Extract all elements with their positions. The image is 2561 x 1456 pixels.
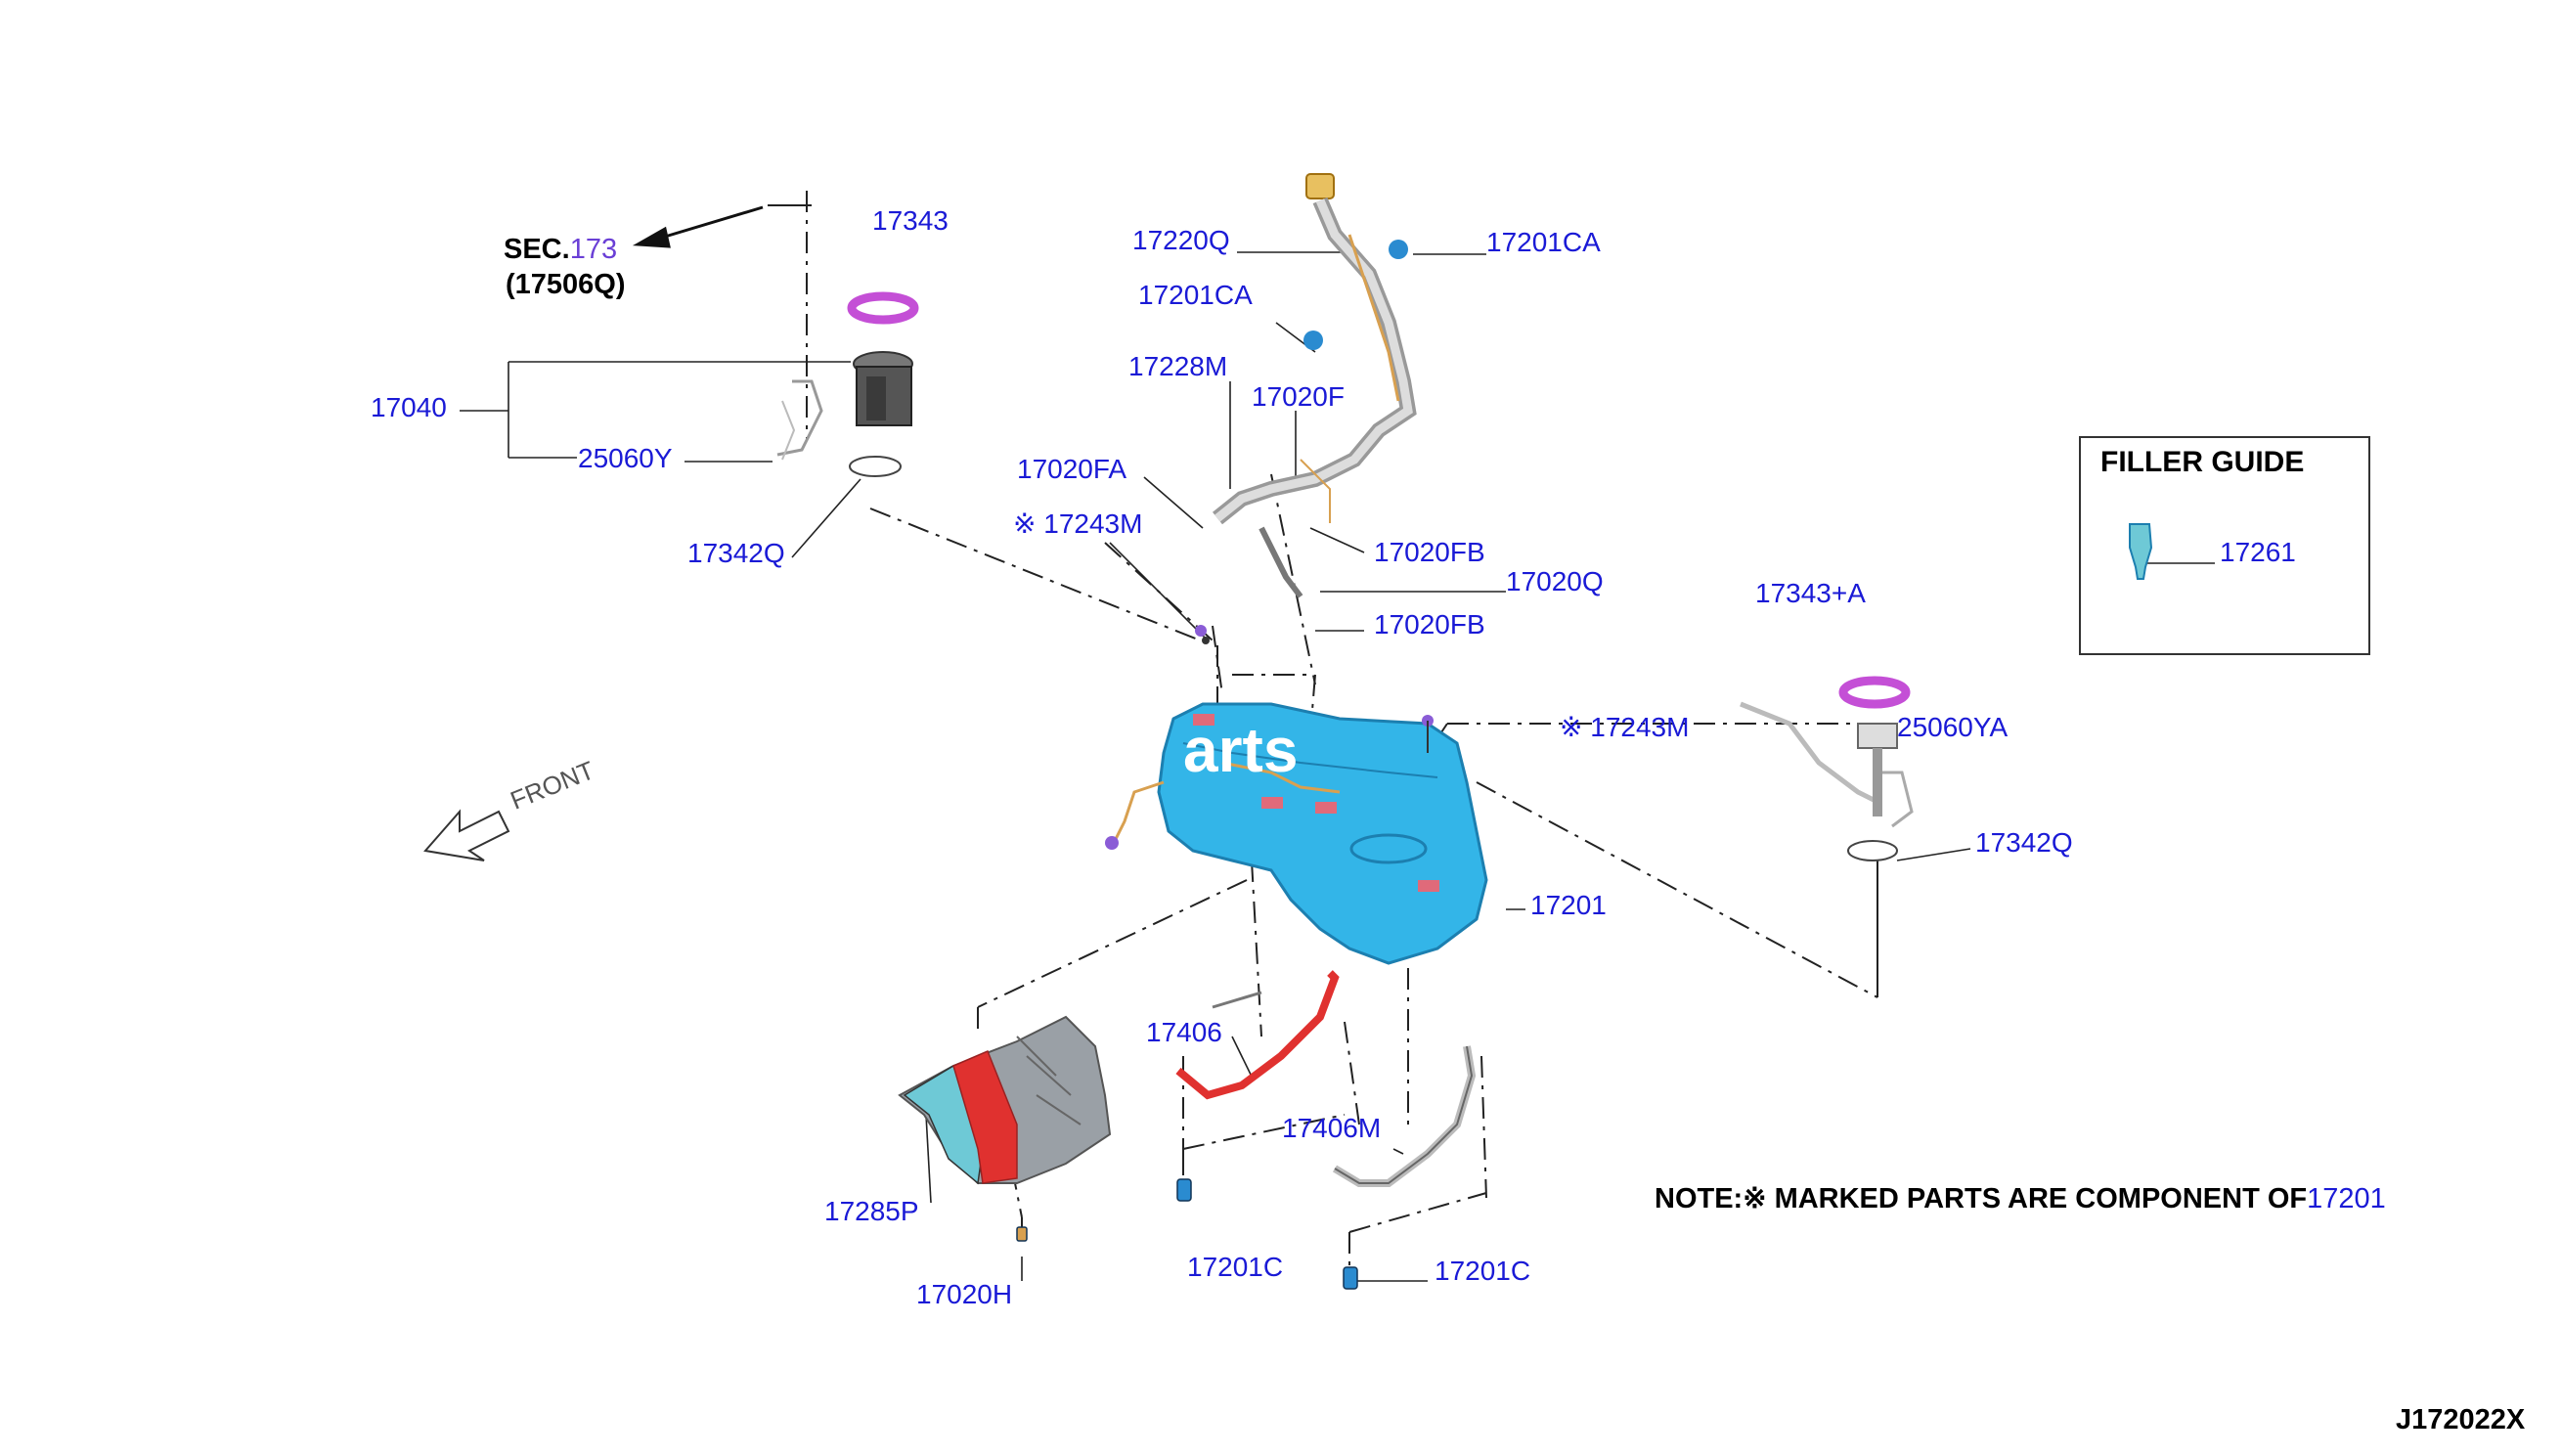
heat-shield-icon xyxy=(898,1015,1112,1185)
filler-guide-title: FILLER GUIDE xyxy=(2100,446,2305,478)
section-number[interactable]: 173 xyxy=(569,234,618,265)
note-text: NOTE:※ MARKED PARTS ARE COMPONENT OF xyxy=(1655,1183,2308,1214)
fuel-tank-straps-icon xyxy=(1175,970,1477,1187)
bolts-icon xyxy=(1016,1178,1358,1290)
part-label[interactable]: 17020FB xyxy=(1374,537,1485,567)
section-arrow xyxy=(632,205,764,248)
section-prefix: SEC. xyxy=(504,234,570,265)
part-label[interactable]: 17040 xyxy=(371,392,447,422)
part-label[interactable]: 17201CA xyxy=(1486,227,1601,257)
filler-pipe-icon xyxy=(1213,173,1417,598)
part-label[interactable]: 17020F xyxy=(1252,381,1345,412)
filler-guide-box xyxy=(2079,436,2370,655)
part-label[interactable]: 17406M xyxy=(1282,1113,1382,1143)
part-label[interactable]: 17020FB xyxy=(1374,609,1485,640)
part-label[interactable]: 17201C xyxy=(1187,1252,1284,1282)
part-label[interactable]: 17020FA xyxy=(1017,454,1127,484)
part-label[interactable]: 17220Q xyxy=(1132,225,1230,255)
part-label[interactable]: 17342Q xyxy=(1975,827,2073,858)
part-label-filler-guide[interactable]: 17261 xyxy=(2220,537,2296,567)
part-label[interactable]: 17228M xyxy=(1128,351,1228,381)
diagram-id: J172022X xyxy=(2396,1404,2526,1435)
fuel-tank-icon xyxy=(1105,702,1488,965)
part-label[interactable]: ※ 17243M xyxy=(1013,508,1143,539)
part-label[interactable]: 17020Q xyxy=(1506,566,1604,596)
part-label[interactable]: 17201C xyxy=(1435,1256,1531,1286)
note-part-link[interactable]: 17201 xyxy=(2307,1183,2386,1214)
part-label[interactable]: ※ 17243M xyxy=(1560,712,1690,742)
watermark-text: arts xyxy=(1183,715,1299,785)
fuel-sender-module-icon xyxy=(1422,676,1914,861)
part-label[interactable]: 17285P xyxy=(824,1196,919,1226)
vent-hoses-icon xyxy=(1195,625,1262,1009)
part-label[interactable]: 17201CA xyxy=(1138,280,1253,310)
part-label[interactable]: 25060YA xyxy=(1897,712,2009,742)
section-reference[interactable]: SEC.173 xyxy=(504,236,617,264)
part-label[interactable]: 17343 xyxy=(872,205,949,236)
front-arrow-icon xyxy=(423,809,510,861)
section-sub-reference: (17506Q) xyxy=(506,269,626,300)
part-label[interactable]: 17343+A xyxy=(1755,578,1866,608)
leader-lines xyxy=(460,251,2215,1282)
part-label[interactable]: 25060Y xyxy=(578,443,673,473)
part-label[interactable]: 17201 xyxy=(1530,890,1607,920)
filler-guide-part-icon xyxy=(2129,523,2153,580)
component-note: NOTE:※ MARKED PARTS ARE COMPONENT OF1720… xyxy=(1655,1185,2386,1213)
fuel-pump-module-icon xyxy=(776,291,919,477)
part-label[interactable]: 17342Q xyxy=(687,538,785,568)
part-label[interactable]: 17020H xyxy=(916,1279,1013,1309)
part-label[interactable]: 17406 xyxy=(1146,1017,1222,1047)
